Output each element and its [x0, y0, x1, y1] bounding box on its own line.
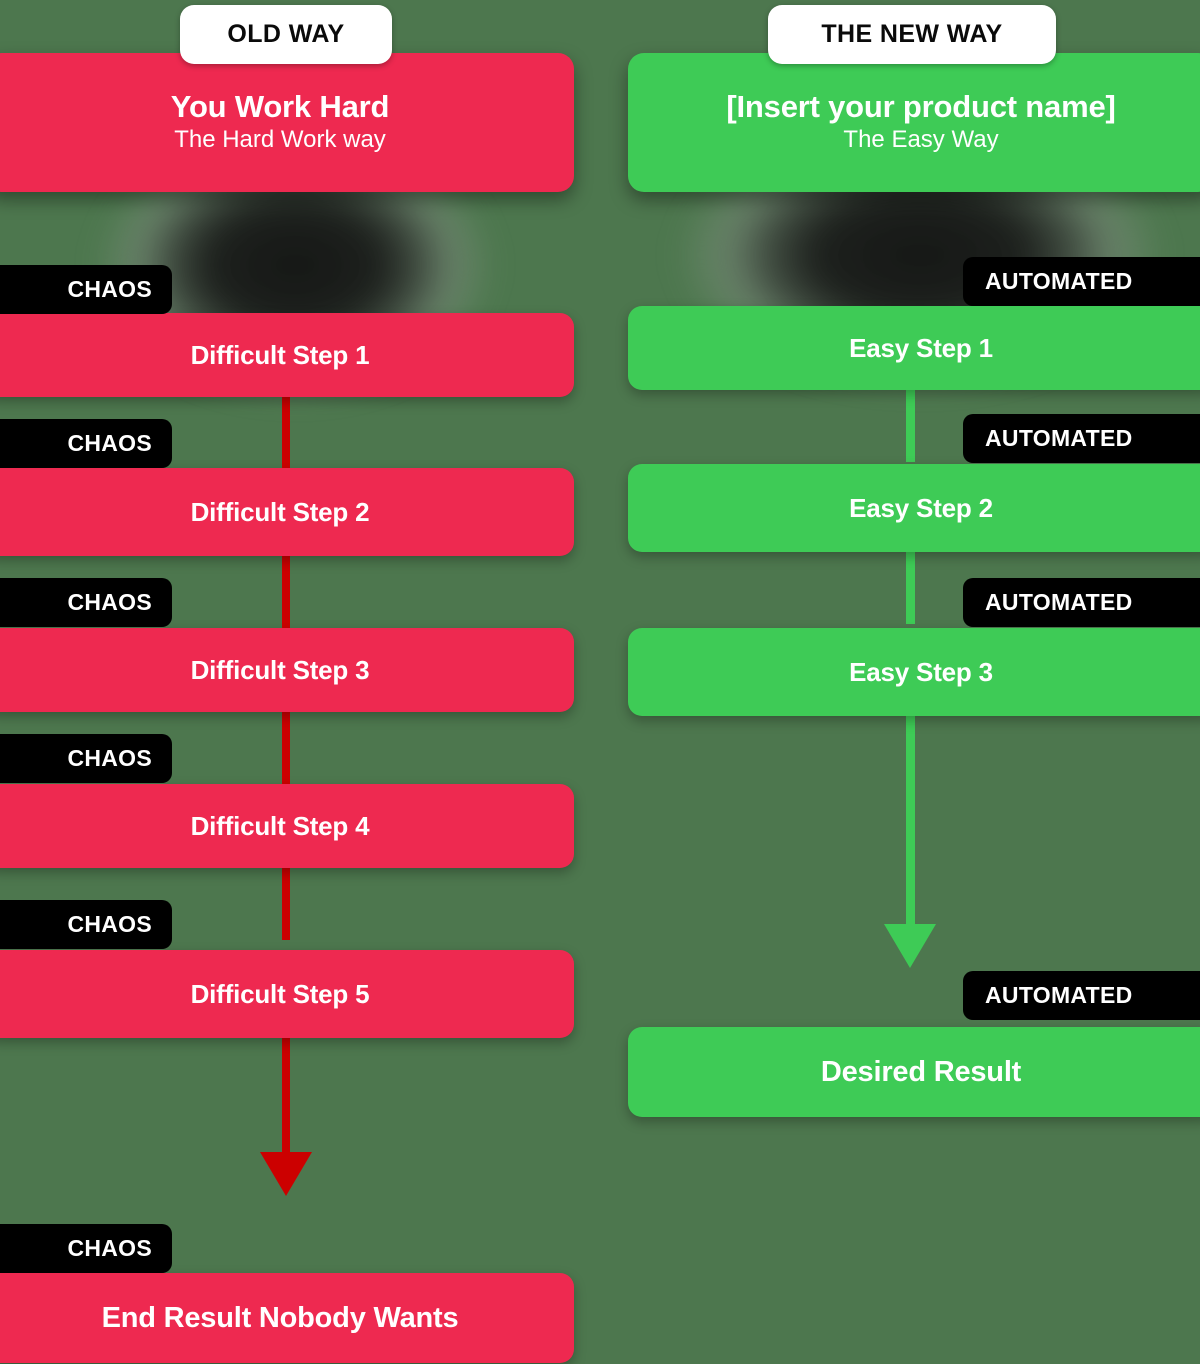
- badge-chaos-5: CHAOS: [0, 900, 172, 949]
- new-way-hero-subtitle: The Easy Way: [843, 126, 999, 154]
- connector-red-1: [282, 396, 290, 468]
- step-desired-result-label: Desired Result: [820, 1055, 1022, 1088]
- badge-automated-3: AUTOMATED: [963, 578, 1200, 627]
- step-difficult-2[interactable]: Difficult Step 2: [0, 468, 574, 556]
- badge-automated-1: AUTOMATED: [963, 257, 1200, 306]
- badge-automated-final: AUTOMATED: [963, 971, 1200, 1020]
- connector-red-4: [282, 868, 290, 940]
- step-difficult-1[interactable]: Difficult Step 1: [0, 313, 574, 397]
- arrowhead-red-icon: [260, 1152, 312, 1196]
- step-end-result-label: End Result Nobody Wants: [101, 1301, 459, 1334]
- step-end-result[interactable]: End Result Nobody Wants: [0, 1273, 574, 1363]
- badge-chaos-final-label: CHAOS: [67, 1235, 152, 1261]
- old-way-hero-title: You Work Hard: [170, 88, 390, 124]
- badge-automated-2-label: AUTOMATED: [985, 425, 1133, 451]
- step-easy-2-label: Easy Step 2: [849, 492, 993, 523]
- step-difficult-4[interactable]: Difficult Step 4: [0, 784, 574, 868]
- badge-chaos-2: CHAOS: [0, 419, 172, 468]
- new-way-pill-label: THE NEW WAY: [821, 20, 1003, 48]
- step-difficult-5[interactable]: Difficult Step 5: [0, 950, 574, 1038]
- arrowhead-green-icon: [884, 924, 936, 968]
- new-way-hero-title: [Insert your product name]: [726, 88, 1116, 124]
- badge-chaos-1: CHAOS: [0, 265, 172, 314]
- step-difficult-2-label: Difficult Step 2: [190, 496, 370, 527]
- connector-green-final: [906, 716, 915, 932]
- step-easy-3-label: Easy Step 3: [849, 656, 993, 687]
- step-difficult-5-label: Difficult Step 5: [190, 978, 370, 1009]
- badge-chaos-3-label: CHAOS: [67, 589, 152, 615]
- connector-green-2: [906, 552, 915, 624]
- new-way-hero-card: [Insert your product name] The Easy Way: [628, 53, 1200, 192]
- old-way-pill: OLD WAY: [180, 5, 392, 64]
- badge-chaos-3: CHAOS: [0, 578, 172, 627]
- step-easy-2[interactable]: Easy Step 2: [628, 464, 1200, 552]
- badge-chaos-2-label: CHAOS: [67, 430, 152, 456]
- connector-green-1: [906, 390, 915, 462]
- badge-chaos-1-label: CHAOS: [67, 276, 152, 302]
- badge-automated-2: AUTOMATED: [963, 414, 1200, 463]
- badge-chaos-4: CHAOS: [0, 734, 172, 783]
- badge-automated-1-label: AUTOMATED: [985, 268, 1133, 294]
- connector-red-2: [282, 556, 290, 628]
- step-difficult-3-label: Difficult Step 3: [190, 654, 370, 685]
- badge-automated-3-label: AUTOMATED: [985, 589, 1133, 615]
- new-way-pill: THE NEW WAY: [768, 5, 1056, 64]
- old-way-hero-card: You Work Hard The Hard Work way: [0, 53, 574, 192]
- step-desired-result[interactable]: Desired Result: [628, 1027, 1200, 1117]
- step-difficult-1-label: Difficult Step 1: [190, 339, 370, 370]
- step-easy-3[interactable]: Easy Step 3: [628, 628, 1200, 716]
- badge-chaos-5-label: CHAOS: [67, 911, 152, 937]
- connector-red-final: [282, 1032, 290, 1160]
- step-difficult-4-label: Difficult Step 4: [190, 810, 370, 841]
- connector-red-3: [282, 712, 290, 784]
- old-way-pill-label: OLD WAY: [227, 20, 345, 48]
- step-easy-1[interactable]: Easy Step 1: [628, 306, 1200, 390]
- step-easy-1-label: Easy Step 1: [849, 332, 993, 363]
- badge-chaos-final: CHAOS: [0, 1224, 172, 1273]
- old-way-hero-subtitle: The Hard Work way: [174, 126, 386, 154]
- badge-automated-final-label: AUTOMATED: [985, 982, 1133, 1008]
- badge-chaos-4-label: CHAOS: [67, 745, 152, 771]
- step-difficult-3[interactable]: Difficult Step 3: [0, 628, 574, 712]
